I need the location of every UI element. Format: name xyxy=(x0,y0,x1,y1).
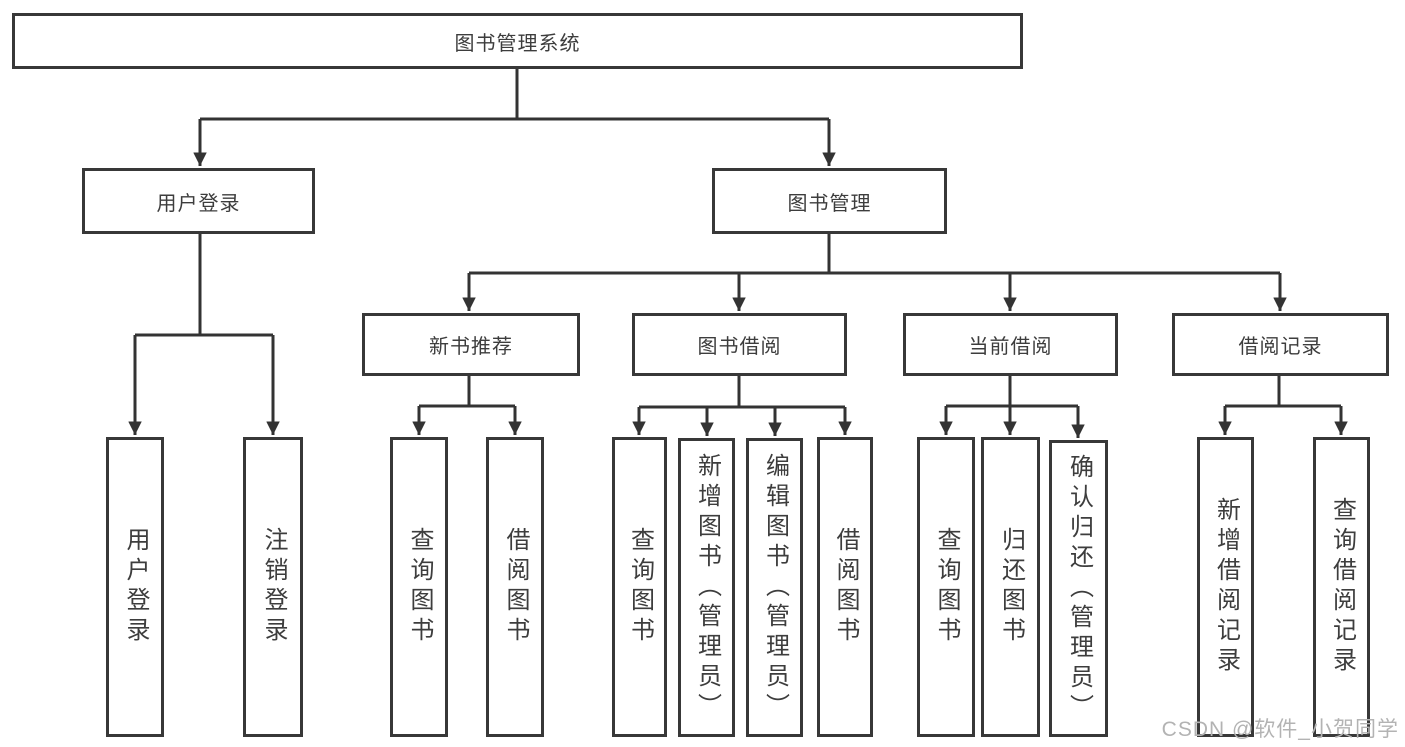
node-leaf-query-book-3: 查询图书 xyxy=(917,437,975,737)
connector xyxy=(200,68,829,121)
node-borrow-records: 借阅记录 xyxy=(1172,313,1389,376)
node-book-management: 图书管理 xyxy=(712,168,947,234)
connector xyxy=(946,375,1078,408)
node-user-login: 用户登录 xyxy=(82,168,315,234)
connector xyxy=(1225,375,1341,408)
csdn-watermark: CSDN @软件_小贺同学 xyxy=(1161,718,1399,741)
node-leaf-return-book: 归还图书 xyxy=(981,437,1040,737)
node-label: 新书推荐 xyxy=(429,336,513,358)
node-label: 借阅图书 xyxy=(832,527,859,647)
node-leaf-confirm-return-admin: 确认归还（管理员） xyxy=(1049,440,1108,737)
connector xyxy=(469,233,1280,275)
node-label: 图书管理 xyxy=(787,192,872,215)
node-label: 查询图书 xyxy=(406,527,433,647)
node-leaf-query-book-2: 查询图书 xyxy=(612,437,667,737)
node-label: 查询图书 xyxy=(933,527,960,647)
node-label: 归还图书 xyxy=(997,527,1025,647)
connector xyxy=(135,233,273,337)
node-leaf-add-book-admin: 新增图书（管理员） xyxy=(678,438,735,737)
node-label: 确认归还（管理员） xyxy=(1065,453,1093,724)
node-label: 图书借阅 xyxy=(697,336,782,358)
node-label: 用户登录 xyxy=(156,192,241,215)
connector-group xyxy=(128,68,1348,438)
node-label: 当前借阅 xyxy=(968,336,1053,358)
node-label: 查询图书 xyxy=(626,527,654,647)
connector xyxy=(639,375,845,409)
node-label: 注销登录 xyxy=(260,527,287,647)
node-leaf-query-borrow-record: 查询借阅记录 xyxy=(1313,437,1370,737)
node-leaf-borrow-book-2: 借阅图书 xyxy=(817,437,873,737)
node-label: 借阅记录 xyxy=(1238,336,1323,358)
node-leaf-add-borrow-record: 新增借阅记录 xyxy=(1197,437,1254,737)
node-label: 查询借阅记录 xyxy=(1328,497,1356,677)
node-label: 编辑图书（管理员） xyxy=(761,452,789,723)
node-label: 用户登录 xyxy=(122,527,149,647)
node-leaf-logout: 注销登录 xyxy=(243,437,303,737)
node-leaf-borrow-book-1: 借阅图书 xyxy=(486,437,544,737)
node-leaf-query-book-1: 查询图书 xyxy=(390,437,448,737)
node-root-system: 图书管理系统 xyxy=(12,13,1023,69)
node-leaf-user-login: 用户登录 xyxy=(106,437,164,737)
node-label: 图书管理系统 xyxy=(454,32,581,55)
connector xyxy=(419,375,515,408)
node-label: 借阅图书 xyxy=(502,527,529,647)
node-leaf-edit-book-admin: 编辑图书（管理员） xyxy=(746,438,803,737)
node-label: 新增图书（管理员） xyxy=(693,452,721,723)
node-label: 新增借阅记录 xyxy=(1212,497,1240,677)
node-current-borrow: 当前借阅 xyxy=(903,313,1118,376)
node-new-book-recommend: 新书推荐 xyxy=(362,313,580,376)
node-book-borrow: 图书借阅 xyxy=(632,313,847,376)
